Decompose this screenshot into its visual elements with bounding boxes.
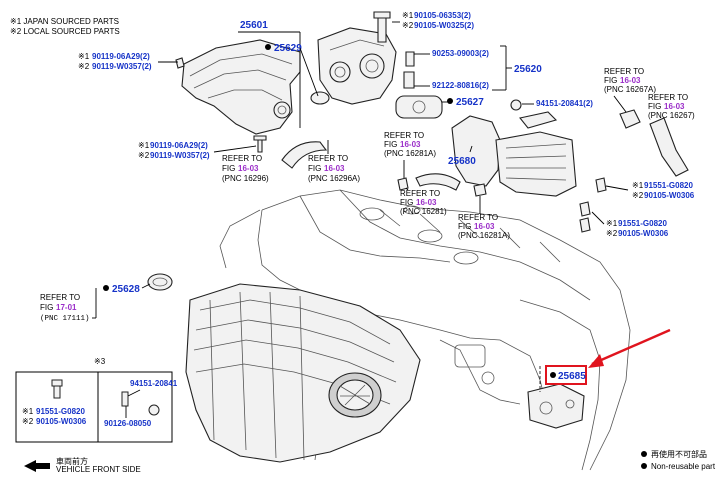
callout-25685[interactable]: 25685 [558, 371, 586, 382]
ref-16281-pnc: (PNC 16281) [400, 207, 447, 216]
mark-local-2b: ※2 [138, 151, 150, 160]
fastener-detail-box [15, 371, 173, 443]
box-part-90105-W0306[interactable]: 90105-W0306 [36, 417, 87, 426]
part-90253-09003[interactable]: 90253-09003(2) [432, 49, 489, 58]
ref-17111-fig-link[interactable]: 17-01 [56, 303, 77, 312]
egr-cooler-25680-drawing [451, 99, 689, 233]
ref-16267a-fig-link[interactable]: 16-03 [620, 76, 641, 85]
ref-16296-fig-link[interactable]: 16-03 [238, 164, 259, 173]
ref-16281a-fig-link[interactable]: 16-03 [474, 222, 495, 231]
ref-16281a-pnc: (PNC 16281A) [458, 231, 510, 240]
nonreusable-dot-25685 [550, 372, 556, 378]
highlight-arrow-line [591, 328, 671, 366]
ref-16281a-top-refer: REFER TO [384, 131, 424, 140]
manifold-gasket-25628-shape [147, 273, 173, 291]
mark-japan-1a: ※1 [78, 52, 90, 61]
legend-japan-sourced: ※1 JAPAN SOURCED PARTS [10, 17, 119, 26]
part-90119-06A29-mid[interactable]: 90119-06A29(2) [150, 141, 208, 150]
ref-16267a-fig-label: FIG [604, 76, 617, 85]
box-mark-local: ※2 [22, 417, 34, 426]
ref-16281a-top-pnc: (PNC 16281A) [384, 149, 436, 158]
nonreusable-legend-dot-2 [641, 463, 647, 469]
part-90119-06A29-top[interactable]: 90119-06A29(2) [92, 52, 150, 61]
part-90105-W0325[interactable]: 90105-W0325(2) [414, 21, 474, 30]
nonreusable-legend-en: Non-reusable part [651, 462, 716, 471]
egr-pipe-25601-drawing [170, 39, 330, 153]
box-part-90126-08050[interactable]: 90126-08050 [104, 419, 152, 428]
mark-japan-1c: ※1 [402, 11, 414, 20]
mark-note-3: ※3 [94, 357, 106, 366]
ref-16267-fig-link[interactable]: 16-03 [664, 102, 685, 111]
ref-16281a-refer: REFER TO [458, 213, 498, 222]
egr-valve-25620-drawing [317, 11, 443, 119]
mark-japan-1e: ※1 [606, 219, 618, 228]
ref-17111-fig-label: FIG [40, 303, 53, 312]
part-90119-W0357-mid[interactable]: 90119-W0357(2) [150, 151, 210, 160]
intake-manifold-drawing [147, 273, 421, 463]
ref-16281-fig-link[interactable]: 16-03 [416, 198, 437, 207]
mark-local-2c: ※2 [402, 21, 414, 30]
nonreusable-dot-25627 [447, 98, 453, 104]
ref-16281a-top-fig-link[interactable]: 16-03 [400, 140, 421, 149]
vehicle-front-jp: 車両前方 [56, 456, 88, 466]
nonreusable-legend-jp: 再使用不可部品 [651, 449, 707, 459]
ref-16296-pnc: (PNC 16296) [222, 174, 269, 183]
callout-25601[interactable]: 25601 [240, 20, 268, 31]
callout-25680[interactable]: 25680 [448, 156, 476, 167]
ref-16296a-fig-label: FIG [308, 164, 321, 173]
stud-icon [121, 391, 160, 416]
part-91551-G0820-upper[interactable]: 91551-G0820 [644, 181, 693, 190]
box-part-91551-G0820[interactable]: 91551-G0820 [36, 407, 85, 416]
ref-16281a-top-fig-label: FIG [384, 140, 397, 149]
nonreusable-dot-25629 [265, 44, 271, 50]
nonreusable-dot-25628 [103, 285, 109, 291]
callout-25628[interactable]: 25628 [112, 284, 140, 295]
vehicle-front-en: VEHICLE FRONT SIDE [56, 465, 141, 474]
mark-local-2e: ※2 [606, 229, 618, 238]
part-90105-W0306-upper[interactable]: 90105-W0306 [644, 191, 695, 200]
ref-17111-refer: REFER TO [40, 293, 80, 302]
ref-16296-refer: REFER TO [222, 154, 262, 163]
mark-japan-1d: ※1 [632, 181, 644, 190]
ref-16296-fig-label: FIG [222, 164, 235, 173]
part-90119-W0357-top[interactable]: 90119-W0357(2) [92, 62, 152, 71]
mark-japan-1b: ※1 [138, 141, 150, 150]
part-94151-20841-top[interactable]: 94151-20841(2) [536, 99, 593, 108]
coolant-hoses-drawing [281, 141, 487, 197]
box-mark-japan: ※1 [22, 407, 34, 416]
ref-16281-refer: REFER TO [400, 189, 440, 198]
box-part-94151-20841[interactable]: 94151-20841 [130, 379, 178, 388]
ref-17111-pnc: (PNC 17111) [40, 315, 90, 323]
part-90105-W0306-lower[interactable]: 90105-W0306 [618, 229, 669, 238]
callout-25627[interactable]: 25627 [456, 97, 484, 108]
mark-local-2d: ※2 [632, 191, 644, 200]
ref-16296a-fig-link[interactable]: 16-03 [324, 164, 345, 173]
bolt-icon [51, 379, 63, 399]
nonreusable-legend-dot-1 [641, 451, 647, 457]
highlight-box-25685 [545, 365, 587, 385]
ref-16296a-refer: REFER TO [308, 154, 348, 163]
part-92122-80816[interactable]: 92122-80816(2) [432, 81, 489, 90]
ref-16267a-pnc: (PNC 16267A) [604, 85, 656, 94]
callout-25620[interactable]: 25620 [514, 64, 542, 75]
gasket-25629-shape [310, 91, 330, 105]
ref-16296a-pnc: (PNC 16296A) [308, 174, 360, 183]
ref-16267-pnc: (PNC 16267) [648, 111, 695, 120]
highlight-arrowhead [588, 354, 604, 368]
ref-16281a-fig-label: FIG [458, 222, 471, 231]
ref-16267-refer: REFER TO [648, 93, 688, 102]
part-90105-06353[interactable]: 90105-06353(2) [414, 11, 471, 20]
callout-25629[interactable]: 25629 [274, 43, 302, 54]
mark-local-2a: ※2 [78, 62, 90, 71]
vehicle-front-arrow-icon [24, 460, 50, 472]
part-91551-G0820-lower[interactable]: 91551-G0820 [618, 219, 667, 228]
gasket-25685-drawing [527, 383, 585, 429]
ref-16281-fig-label: FIG [400, 198, 413, 207]
legend-local-sourced: ※2 LOCAL SOURCED PARTS [10, 27, 120, 36]
ref-16267a-refer: REFER TO [604, 67, 644, 76]
ref-16267-fig-label: FIG [648, 102, 661, 111]
